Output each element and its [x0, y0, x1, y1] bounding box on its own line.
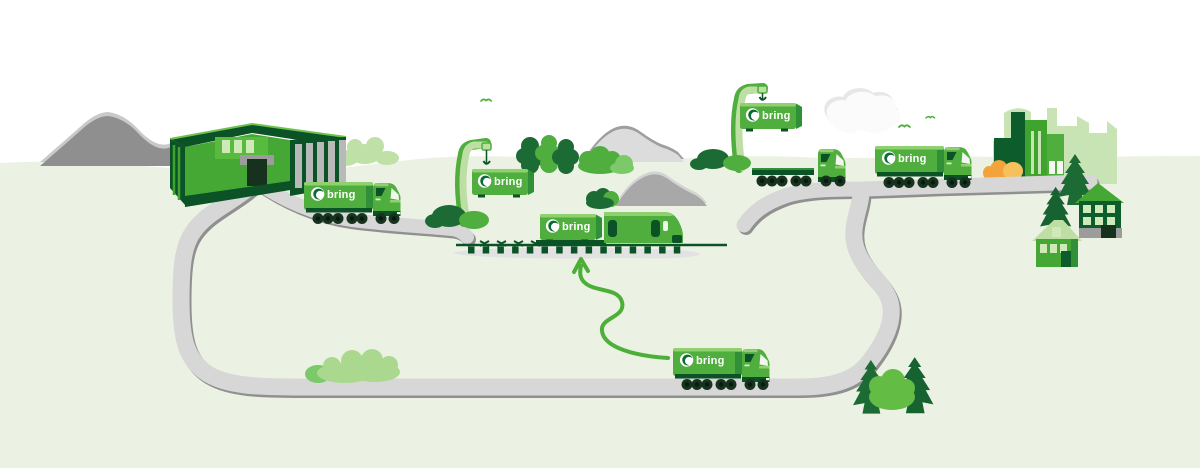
flat-wagon-truss	[479, 240, 541, 247]
flatbed-bed	[752, 170, 814, 175]
freight-train	[479, 212, 683, 247]
warehouse-door	[247, 159, 267, 186]
bring-truck-near-warehouse	[304, 182, 401, 224]
crane-pulley	[757, 85, 768, 94]
road-main-loop	[172, 172, 900, 396]
bring-container-crane-left	[472, 169, 534, 198]
city-skyline	[983, 108, 1117, 184]
crane-hook-icon	[482, 160, 491, 165]
mountain-middle-gray	[616, 171, 707, 206]
house-base	[1079, 228, 1122, 238]
house-windows	[1083, 205, 1115, 225]
container-crane-left	[425, 138, 534, 229]
trees-bottom-right	[853, 357, 934, 414]
attic-window	[1052, 227, 1061, 237]
roadside-hedge	[305, 349, 400, 383]
route-arrow	[572, 257, 670, 360]
bring-truck-bottom	[673, 348, 770, 390]
warehouse-window	[246, 140, 254, 153]
road-terminal	[250, 175, 474, 244]
bring-container-train	[540, 214, 602, 243]
mountains-left	[40, 112, 198, 166]
railway-track	[454, 243, 727, 259]
yellow-bush	[990, 160, 1008, 180]
warehouse-window	[234, 140, 242, 153]
bring-truck-upper-right	[875, 146, 972, 188]
flatbed-truck	[752, 149, 846, 187]
yellow-bush	[1003, 162, 1023, 180]
crane-base-bushes	[690, 149, 751, 171]
cloud	[824, 88, 901, 133]
trees-by-mound	[586, 188, 619, 209]
house-2	[1032, 220, 1082, 267]
warehouse-roof	[170, 124, 346, 147]
warehouse-window	[222, 140, 230, 153]
garage-door	[1101, 225, 1116, 238]
crane-pulley	[481, 142, 492, 151]
crane-hook-icon	[758, 96, 767, 101]
road-upper	[736, 174, 1098, 233]
wagon-deck	[536, 240, 606, 244]
trees-middle	[516, 135, 634, 174]
warehouse-dock-stripes	[295, 140, 346, 188]
house-windows	[1040, 244, 1067, 253]
house-door	[1061, 251, 1071, 267]
locomotive	[604, 212, 683, 243]
crane-base-bushes	[425, 205, 489, 229]
road-network	[172, 172, 1100, 398]
warehouse	[169, 122, 347, 207]
house-1	[1075, 183, 1124, 238]
container-crane-right	[690, 83, 802, 173]
house-roof	[1075, 183, 1124, 203]
city-houses	[1032, 154, 1124, 267]
arrowhead-icon	[572, 257, 590, 274]
round-bush	[869, 369, 915, 410]
bring-container-crane-right	[740, 103, 802, 132]
